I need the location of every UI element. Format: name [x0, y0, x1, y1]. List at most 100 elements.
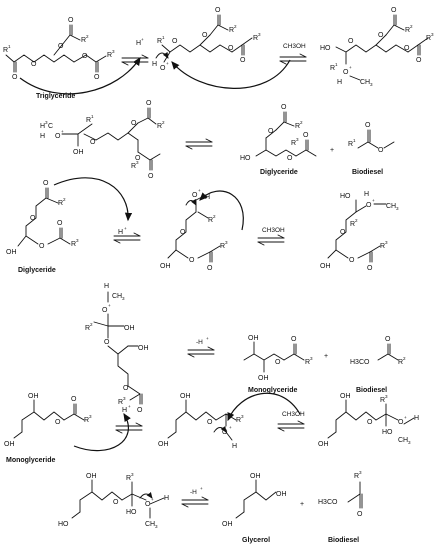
svg-text:R: R [350, 221, 355, 228]
svg-text:OH: OH [222, 521, 233, 528]
reagent-methanol-1: CH3OH [283, 43, 306, 50]
svg-text:O: O [148, 173, 154, 180]
label-triglyceride: Triglyceride [36, 93, 75, 100]
svg-text:OH: OH [124, 325, 135, 332]
diglyceride-product-1: HO O O R2 O O R3 [240, 104, 317, 162]
svg-text:O: O [192, 192, 198, 199]
svg-text:O: O [378, 147, 384, 154]
svg-text:O: O [303, 132, 309, 139]
label-biodiesel-1: Biodiesel [352, 169, 383, 176]
svg-text:H: H [152, 61, 157, 68]
svg-text:O: O [82, 53, 88, 60]
svg-text:OH: OH [180, 393, 191, 400]
svg-text:O: O [12, 74, 18, 81]
glycerol-product: OH OH OH [222, 473, 287, 528]
svg-text:CH: CH [386, 203, 396, 210]
svg-text:OH: OH [276, 491, 287, 498]
svg-text:HO: HO [126, 509, 137, 516]
svg-text:OH: OH [86, 473, 97, 480]
svg-text:3: 3 [136, 160, 139, 165]
svg-text:CH: CH [360, 79, 370, 86]
svg-text:HO: HO [382, 429, 393, 436]
reagent-methanol-3: CH3OH [282, 411, 305, 418]
svg-text:HO: HO [320, 45, 331, 52]
svg-text:3: 3 [76, 238, 79, 243]
svg-text:+: + [61, 129, 64, 134]
svg-text:OH: OH [318, 441, 329, 448]
tetrahedral-intermediate-2: H H3C O+ R1 OH O O O R2 O O R3 [40, 100, 165, 180]
svg-text:H: H [414, 415, 419, 422]
svg-text:O: O [349, 257, 355, 264]
label-monoglyceride-1: Monoglyceride [248, 387, 298, 394]
svg-text:H: H [364, 191, 369, 198]
equilibrium-arrow-7 [115, 422, 143, 434]
label-diglyceride-1: Diglyceride [260, 169, 298, 176]
svg-text:+: + [128, 404, 131, 409]
plus-sign-3: + [300, 501, 304, 508]
svg-text:R: R [118, 399, 123, 406]
label-monoglyceride-2: Monoglyceride [6, 457, 56, 464]
svg-text:O: O [43, 180, 49, 187]
svg-text:O: O [357, 511, 363, 518]
svg-text:HO: HO [58, 521, 69, 528]
protonated-diglyceride: OH O O+ H R2 O O R3 [160, 188, 228, 272]
svg-text:3: 3 [45, 120, 48, 125]
svg-text:O: O [172, 38, 178, 45]
svg-text:2: 2 [355, 218, 358, 223]
svg-text:R: R [291, 140, 296, 147]
svg-text:R: R [295, 123, 300, 130]
methoxy-group-1: H3CO [350, 359, 370, 366]
svg-text:+: + [206, 336, 209, 341]
svg-text:O: O [55, 133, 61, 140]
reagent-minus-h-1: -H [196, 339, 203, 346]
svg-text:3: 3 [385, 394, 388, 399]
biodiesel-product-2: H3CO O R2 [350, 336, 406, 366]
svg-text:O: O [102, 307, 108, 314]
svg-text:3: 3 [258, 32, 261, 37]
arrow-methanol-attack-2 [199, 190, 244, 231]
reagent-h-plus-3: H [122, 407, 127, 414]
svg-text:O: O [202, 32, 208, 39]
equilibrium-arrow-5 [257, 234, 285, 246]
reagent-minus-h-2: -H [190, 489, 197, 496]
svg-text:O: O [215, 7, 221, 14]
triglyceride-structure: O R1 O O O R2 O O R3 [3, 17, 115, 81]
equilibrium-arrow-6 [187, 346, 215, 358]
svg-text:OH: OH [160, 263, 171, 270]
label-diglyceride-2: Diglyceride [18, 267, 56, 274]
svg-text:O: O [58, 43, 64, 50]
svg-text:R: R [86, 117, 91, 124]
svg-text:R: R [81, 37, 86, 44]
svg-text:+: + [372, 198, 375, 203]
svg-text:OH: OH [6, 249, 17, 256]
svg-text:O: O [207, 419, 213, 426]
svg-text:R: R [126, 475, 131, 482]
svg-text:OH: OH [158, 441, 169, 448]
plus-sign-2: + [324, 353, 328, 360]
svg-text:H: H [337, 79, 342, 86]
svg-text:O: O [291, 336, 297, 343]
svg-text:O: O [57, 220, 63, 227]
svg-text:+: + [108, 303, 111, 308]
svg-text:1: 1 [8, 44, 11, 49]
arrow-protonation-1 [19, 56, 141, 95]
svg-text:O: O [90, 139, 96, 146]
svg-text:1: 1 [91, 114, 94, 119]
svg-text:O: O [146, 100, 152, 107]
svg-text:2: 2 [213, 214, 216, 219]
svg-text:3: 3 [408, 440, 411, 445]
svg-text:3: 3 [385, 240, 388, 245]
svg-text:O: O [287, 155, 293, 162]
svg-text:+: + [166, 61, 169, 66]
svg-text:O: O [366, 202, 372, 209]
svg-text:R: R [157, 38, 162, 45]
plus-sign-1: + [330, 147, 334, 154]
svg-text:+: + [200, 486, 203, 491]
svg-text:3: 3 [155, 524, 158, 529]
svg-text:R: R [405, 27, 410, 34]
